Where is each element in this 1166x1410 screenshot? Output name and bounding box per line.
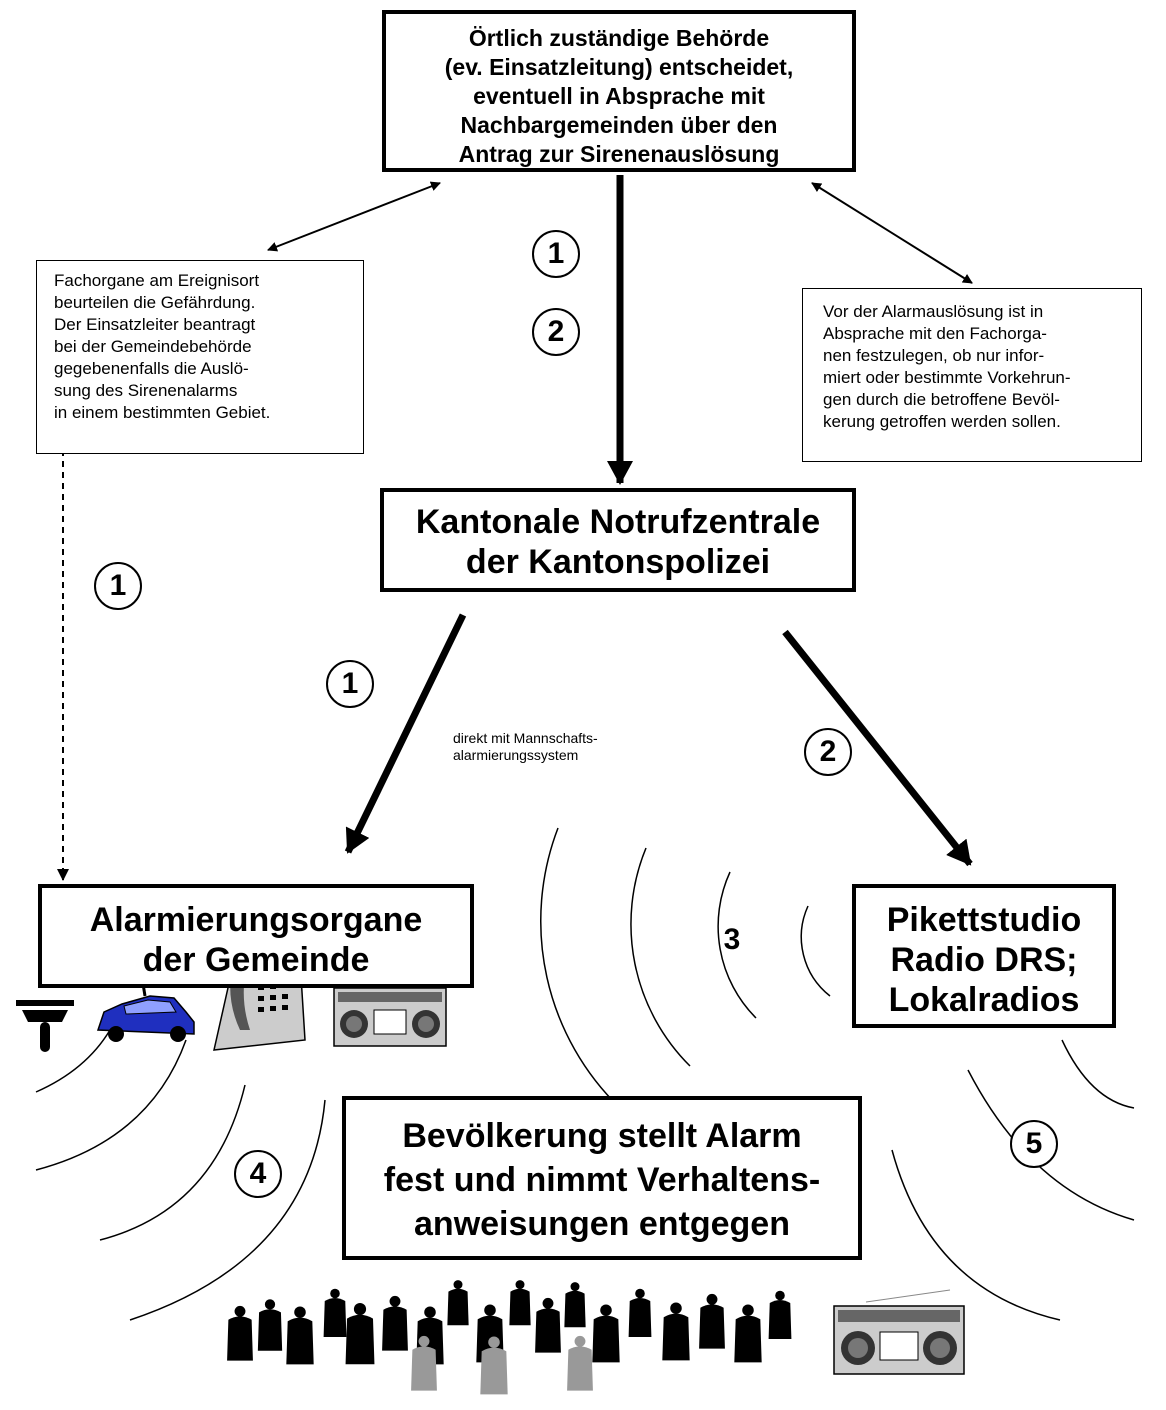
authority-line: Antrag zur Sirenenauslösung: [458, 141, 780, 167]
radio-line: Pikettstudio: [886, 901, 1082, 939]
arrow-authority-field: [267, 181, 441, 252]
dispatch-line: der Kantonspolizei: [465, 543, 771, 581]
population-box: Bevölkerung stellt Alarm fest und nimmt …: [342, 1096, 862, 1260]
waves-4: [35, 1029, 326, 1321]
arrow-authority-prior: [811, 182, 973, 284]
field-organs-box: Fachorgane am Ereignisort beurteilen die…: [36, 260, 364, 454]
field-line: bei der Gemeindebehörde: [54, 337, 252, 356]
dispatch-box: Kantonale Notrufzentrale der Kantonspoli…: [380, 488, 856, 592]
field-line: in einem bestimmten Gebiet.: [54, 403, 271, 422]
siren-icon: [16, 1000, 74, 1052]
authority-line: Nachbargemeinden über den: [460, 112, 778, 138]
municipal-line: der Gemeinde: [142, 941, 370, 979]
step-number-4: 4: [234, 1150, 282, 1198]
population-line: anweisungen entgegen: [414, 1205, 790, 1243]
authority-line: (ev. Einsatzleitung) entscheidet,: [444, 54, 794, 80]
radio-box: Pikettstudio Radio DRS; Lokalradios: [852, 884, 1116, 1028]
prior-agreement-box: Vor der Alarmauslösung ist in Absprache …: [802, 288, 1142, 462]
note-direct-alarm: direkt mit Mannschafts- alarmierungssyst…: [453, 730, 598, 764]
field-line: beurteilen die Gefährdung.: [54, 293, 256, 312]
waves-5: [891, 1039, 1135, 1321]
step-number-2-top: 2: [532, 308, 580, 356]
prior-line: kerung getroffen werden sollen.: [823, 412, 1061, 431]
arrow-dispatch-municipal: [344, 613, 467, 854]
municipal-line: Alarmierungsorgane: [89, 901, 423, 939]
step-number-1-top: 1: [532, 230, 580, 278]
authority-line: eventuell in Absprache mit: [473, 83, 765, 109]
prior-line: Vor der Alarmauslösung ist in: [823, 302, 1044, 321]
dispatch-line: Kantonale Notrufzentrale: [415, 503, 821, 541]
radio-line: Radio DRS;: [890, 941, 1078, 979]
police-car-icon: [96, 960, 195, 1042]
radio-cassette-icon-2: [833, 1289, 965, 1375]
population-line: fest und nimmt Verhaltens-: [383, 1161, 821, 1199]
authority-box: Örtlich zuständige Behörde (ev. Einsatzl…: [382, 10, 856, 172]
note-line: direkt mit Mannschafts-: [453, 730, 598, 746]
note-line: alarmierungssystem: [453, 747, 579, 763]
prior-line: Absprache mit den Fachorga-: [823, 324, 1047, 343]
prior-line: gen durch die betroffene Bevöl-: [823, 390, 1060, 409]
step-number-5: 5: [1010, 1120, 1058, 1168]
municipal-box: Alarmierungsorgane der Gemeinde: [38, 884, 474, 988]
step-number-2-right: 2: [804, 728, 852, 776]
radio-line: Lokalradios: [888, 981, 1080, 1019]
field-line: Der Einsatzleiter beantragt: [54, 315, 256, 334]
step-number-1-mid: 1: [326, 660, 374, 708]
step-number-3: 3: [723, 923, 741, 956]
population-line: Bevölkerung stellt Alarm: [402, 1117, 802, 1155]
field-line: Fachorgane am Ereignisort: [54, 271, 260, 290]
prior-line: nen festzulegen, ob nur infor-: [823, 346, 1045, 365]
step-number-1-left: 1: [94, 562, 142, 610]
field-line: gegebenenfalls die Auslö-: [54, 359, 249, 378]
prior-line: miert oder bestimmte Vorkehrun-: [823, 368, 1071, 387]
authority-line: Örtlich zuständige Behörde: [468, 25, 770, 51]
crowd-icon: [227, 1280, 792, 1395]
arrow-dispatch-radio: [782, 629, 973, 867]
field-line: sung des Sirenenalarms: [54, 381, 238, 400]
waves-3: [540, 827, 831, 1109]
